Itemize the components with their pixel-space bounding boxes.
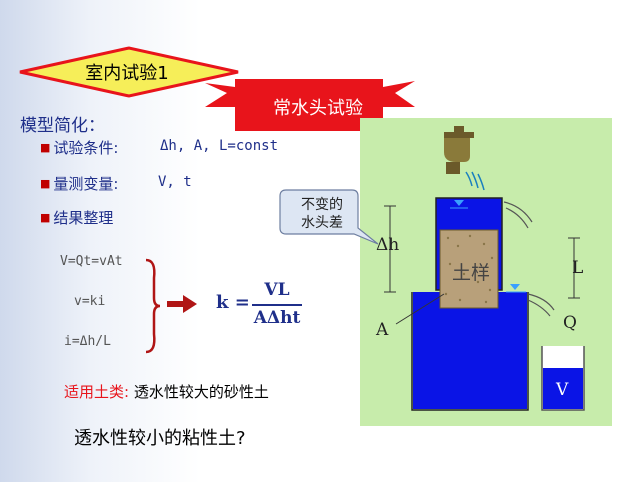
soil-sample-label: 土样 <box>452 262 491 284</box>
right-arrow-icon <box>167 295 197 313</box>
water-level-marker-icon <box>454 200 464 206</box>
beaker-icon <box>541 346 585 411</box>
right-brace-icon <box>145 258 161 354</box>
water-stream-icon <box>465 171 485 191</box>
callout-text: 不变的 水头差 <box>287 196 357 232</box>
bullet-value: Δh, A, L=const <box>160 138 279 154</box>
flow-label: Q <box>563 313 577 333</box>
length-label: L <box>572 258 584 278</box>
banner-title: 常水头试验 <box>273 98 363 119</box>
clay-soil-question: 透水性较小的粘性土? <box>74 428 246 449</box>
bullet-label: 试验条件: <box>53 139 119 157</box>
title-diamond-label: 室内试验1 <box>85 63 169 84</box>
bullet-measured-vars: ■量测变量: <box>40 175 119 193</box>
callout-bubble <box>279 189 379 245</box>
formula-lhs: k = <box>216 292 250 313</box>
title-diamond-shape <box>19 46 239 98</box>
callout-line: 不变的 <box>301 197 343 213</box>
fraction-bar <box>252 304 302 306</box>
formula-numerator: VL <box>264 280 290 300</box>
applicable-label: 适用土类: <box>64 383 130 401</box>
model-heading: 模型简化： <box>20 116 105 136</box>
formula-denominator: AΔht <box>253 308 301 328</box>
bullet-results: ■结果整理 <box>40 209 114 227</box>
bullet-label: 量测变量: <box>53 175 119 193</box>
equation-line: V=Qt=vAt <box>60 254 123 269</box>
head-difference-label: Δh <box>376 235 400 255</box>
bullet-label: 结果整理 <box>53 209 114 227</box>
bullet-test-condition: ■试验条件: <box>40 139 119 157</box>
applicable-soil: 适用土类: 透水性较大的砂性土 <box>64 381 269 402</box>
volume-label: V <box>556 380 569 400</box>
constant-head-apparatus-diagram <box>384 126 585 411</box>
equation-line: i=Δh/L <box>64 334 111 349</box>
applicable-value: 透水性较大的砂性土 <box>133 383 269 401</box>
area-label: A <box>376 320 389 340</box>
bullet-value: V, t <box>158 174 192 190</box>
callout-line: 水头差 <box>301 215 343 231</box>
faucet-icon <box>444 126 474 174</box>
equation-line: v=ki <box>74 294 106 309</box>
